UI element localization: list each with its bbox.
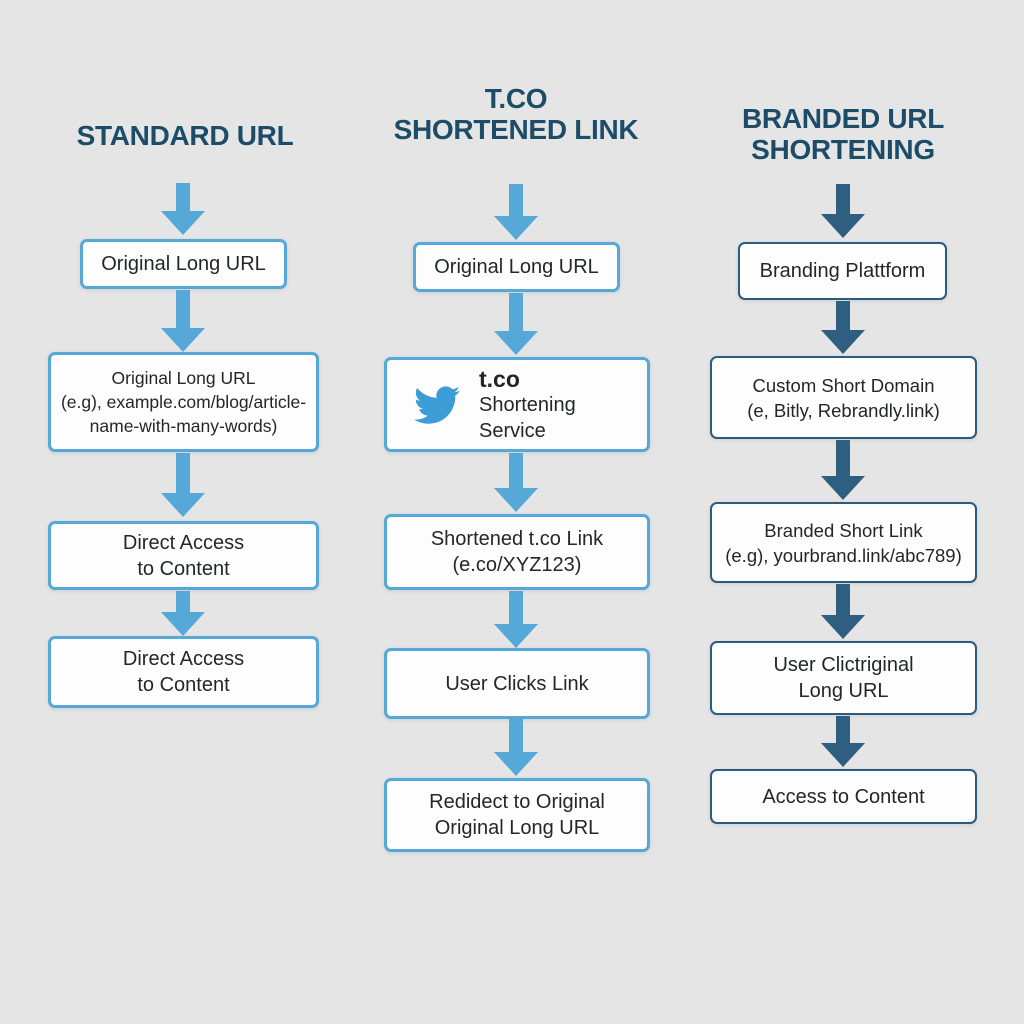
title-line: SHORTENING [751,134,935,165]
title-line: T.CO [484,83,548,114]
node-text-line: Access to Content [762,785,925,808]
flow-arrow-down-icon [821,301,865,354]
node-text-line: Original Long URL [434,817,600,839]
node-text-line: Original Long URL [101,253,266,275]
node-text-line: to Content [137,557,230,580]
flow-arrow-down-icon [494,184,538,240]
flow-arrow-down-icon [161,290,205,352]
node-branded-custom-short-domain: Custom Short Domain (e, Bitly, Rebrandly… [710,356,977,439]
node-text-line: Original Long URL [434,256,599,278]
node-text-line: (e, Bitly, Rebrandly.link) [747,399,940,421]
node-tco-user-clicks-link: User Clicks Link [384,648,650,719]
title-line: STANDARD URL [76,120,294,151]
flow-arrow-down-icon [494,719,538,776]
column-title-tco-shortened-link: T.CO SHORTENED LINK [366,83,666,145]
node-tco-shortened-link: Shortened t.co Link (e.co/XYZ123) [384,514,650,590]
node-text-line: (e.co/XYZ123) [452,554,582,576]
node-standard-original-long-url: Original Long URL [80,239,287,289]
tco-service-title: t.co [479,365,520,392]
node-standard-long-url-example: Original Long URL (e.g), example.com/blo… [48,352,319,452]
node-text-line: Long URL [798,680,889,702]
node-text-line: Branded Short Link [764,519,923,541]
flow-arrow-down-icon [821,184,865,238]
node-standard-direct-access-2: Direct Access to Content [48,636,319,708]
flow-arrow-down-icon [821,584,865,639]
column-title-branded-url-shortening: BRANDED URL SHORTENING [693,103,993,165]
title-line: SHORTENED LINK [393,114,639,145]
node-text-line: Shortened t.co Link [430,528,604,550]
node-text-line: User Clictriginal [773,654,914,676]
column-title-standard-url: STANDARD URL [35,120,335,151]
node-text-line: Original Long URL [111,368,256,388]
node-text-line: (e.g), example.com/blog/article- [60,392,307,412]
flow-arrow-down-icon [821,716,865,767]
tco-service-label: t.co Shortening Service [479,366,647,444]
flow-arrow-down-icon [161,453,205,517]
node-text-line: Branding Plattform [759,260,926,282]
node-text-line: (e.g), yourbrand.link/abc789) [725,544,962,566]
node-standard-direct-access-1: Direct Access to Content [48,521,319,590]
node-tco-original-long-url: Original Long URL [413,242,620,292]
flow-arrow-down-icon [821,440,865,500]
title-line: BRANDED URL [741,103,945,134]
node-branded-short-link: Branded Short Link (e.g), yourbrand.link… [710,502,977,583]
flow-arrow-down-icon [494,453,538,512]
node-text-line: User Clicks Link [445,672,589,695]
flow-arrow-down-icon [161,591,205,636]
node-text-line: Direct Access [122,648,245,670]
twitter-bird-icon [414,385,460,424]
node-text-line: Direct Access [122,531,245,554]
node-text-line: name-with-many-words) [89,416,278,436]
flow-arrow-down-icon [494,591,538,648]
flow-arrow-down-icon [494,293,538,355]
tco-service-subtitle: Shortening Service [479,393,576,442]
node-branded-access-to-content: Access to Content [710,769,977,824]
node-branded-branding-platform: Branding Plattform [738,242,947,300]
node-tco-shortening-service: t.co Shortening Service [384,357,650,452]
node-text-line: Custom Short Domain [752,374,935,396]
node-branded-user-clicks: User Clictriginal Long URL [710,641,977,715]
node-tco-redirect-original: Redidect to Original Original Long URL [384,778,650,852]
node-text-line: to Content [137,674,230,696]
node-text-line: Redidect to Original [429,791,605,813]
flow-arrow-down-icon [161,183,205,235]
